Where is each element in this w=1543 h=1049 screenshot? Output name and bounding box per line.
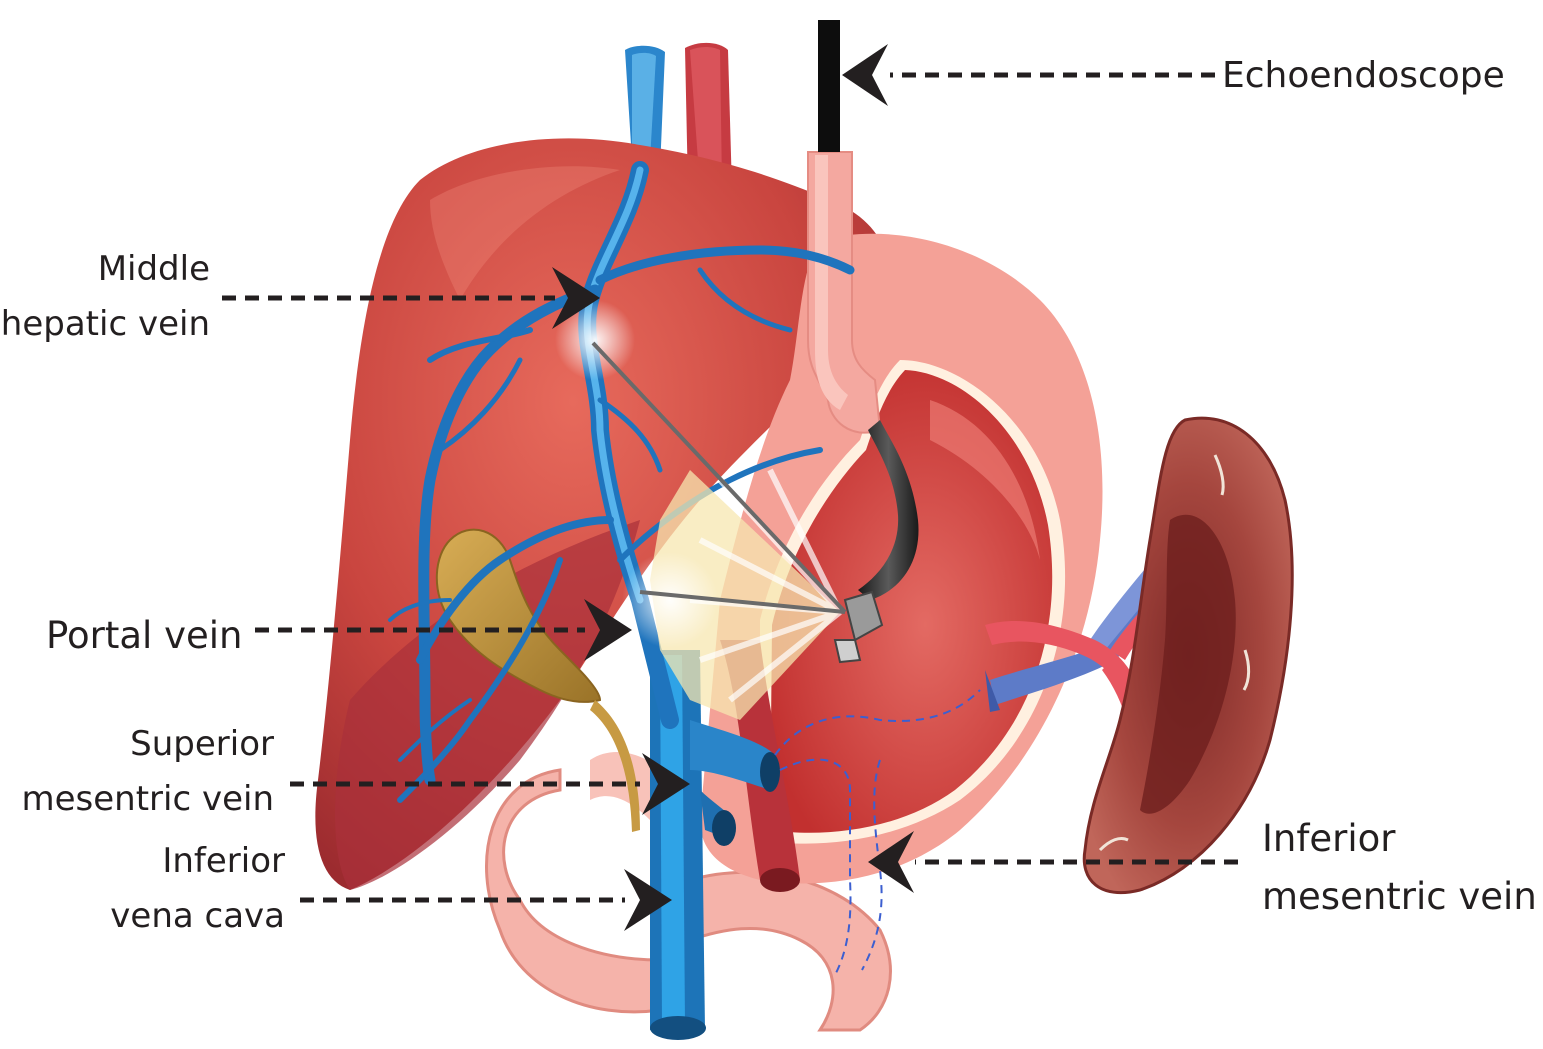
liver [315, 138, 888, 890]
superior-mesentric-vein-pointer [290, 753, 690, 815]
inferior-vena-cava-pointer [300, 869, 672, 931]
echoendoscope-label: Echoendoscope [1222, 48, 1505, 103]
stomach [700, 233, 1103, 884]
gallbladder [435, 528, 640, 832]
middle-hepatic-vein-line-1: Middle [97, 249, 210, 289]
portal-vein-text: Portal vein [46, 614, 243, 657]
ultrasound-beam [555, 300, 847, 720]
superior-mesentric-vein-line-1: Superior [130, 724, 274, 764]
echoendoscope-text: Echoendoscope [1222, 55, 1505, 96]
superior-mesentric-vein-label: Superior mesentric vein [21, 717, 274, 827]
middle-hepatic-vein-label: Middle hepatic vein [1, 242, 210, 352]
inferior-mesentric-vein-line-2: mesentric vein [1262, 875, 1537, 918]
echoendoscope-tip [833, 420, 919, 664]
portal-vein-label: Portal vein [46, 608, 242, 663]
inferior-mesentric-vein [774, 689, 981, 976]
spleen [1082, 416, 1294, 895]
inferior-vena-cava-line-2: vena cava [110, 896, 285, 936]
echoendoscope-shaft [818, 20, 840, 152]
inferior-mesentric-vein-line-1: Inferior [1262, 817, 1396, 860]
inferior-mesentric-vein-pointer [868, 831, 1238, 893]
leader-lines [222, 44, 1238, 931]
inferior-vena-cava-label: Inferior vena cava [110, 834, 285, 944]
vena-cava [650, 650, 780, 1040]
portal-vein-pointer [255, 599, 632, 661]
esophagus [807, 151, 882, 434]
inferior-mesentric-vein-label: Inferior mesentric vein [1262, 810, 1537, 926]
echoendoscope-pointer [842, 44, 1215, 106]
inferior-vena-cava-line-1: Inferior [162, 841, 285, 881]
middle-hepatic-vein-pointer [222, 267, 600, 329]
superior-mesentric-vein-line-2: mesentric vein [21, 779, 274, 819]
middle-hepatic-vein-line-2: hepatic vein [0, 304, 210, 344]
